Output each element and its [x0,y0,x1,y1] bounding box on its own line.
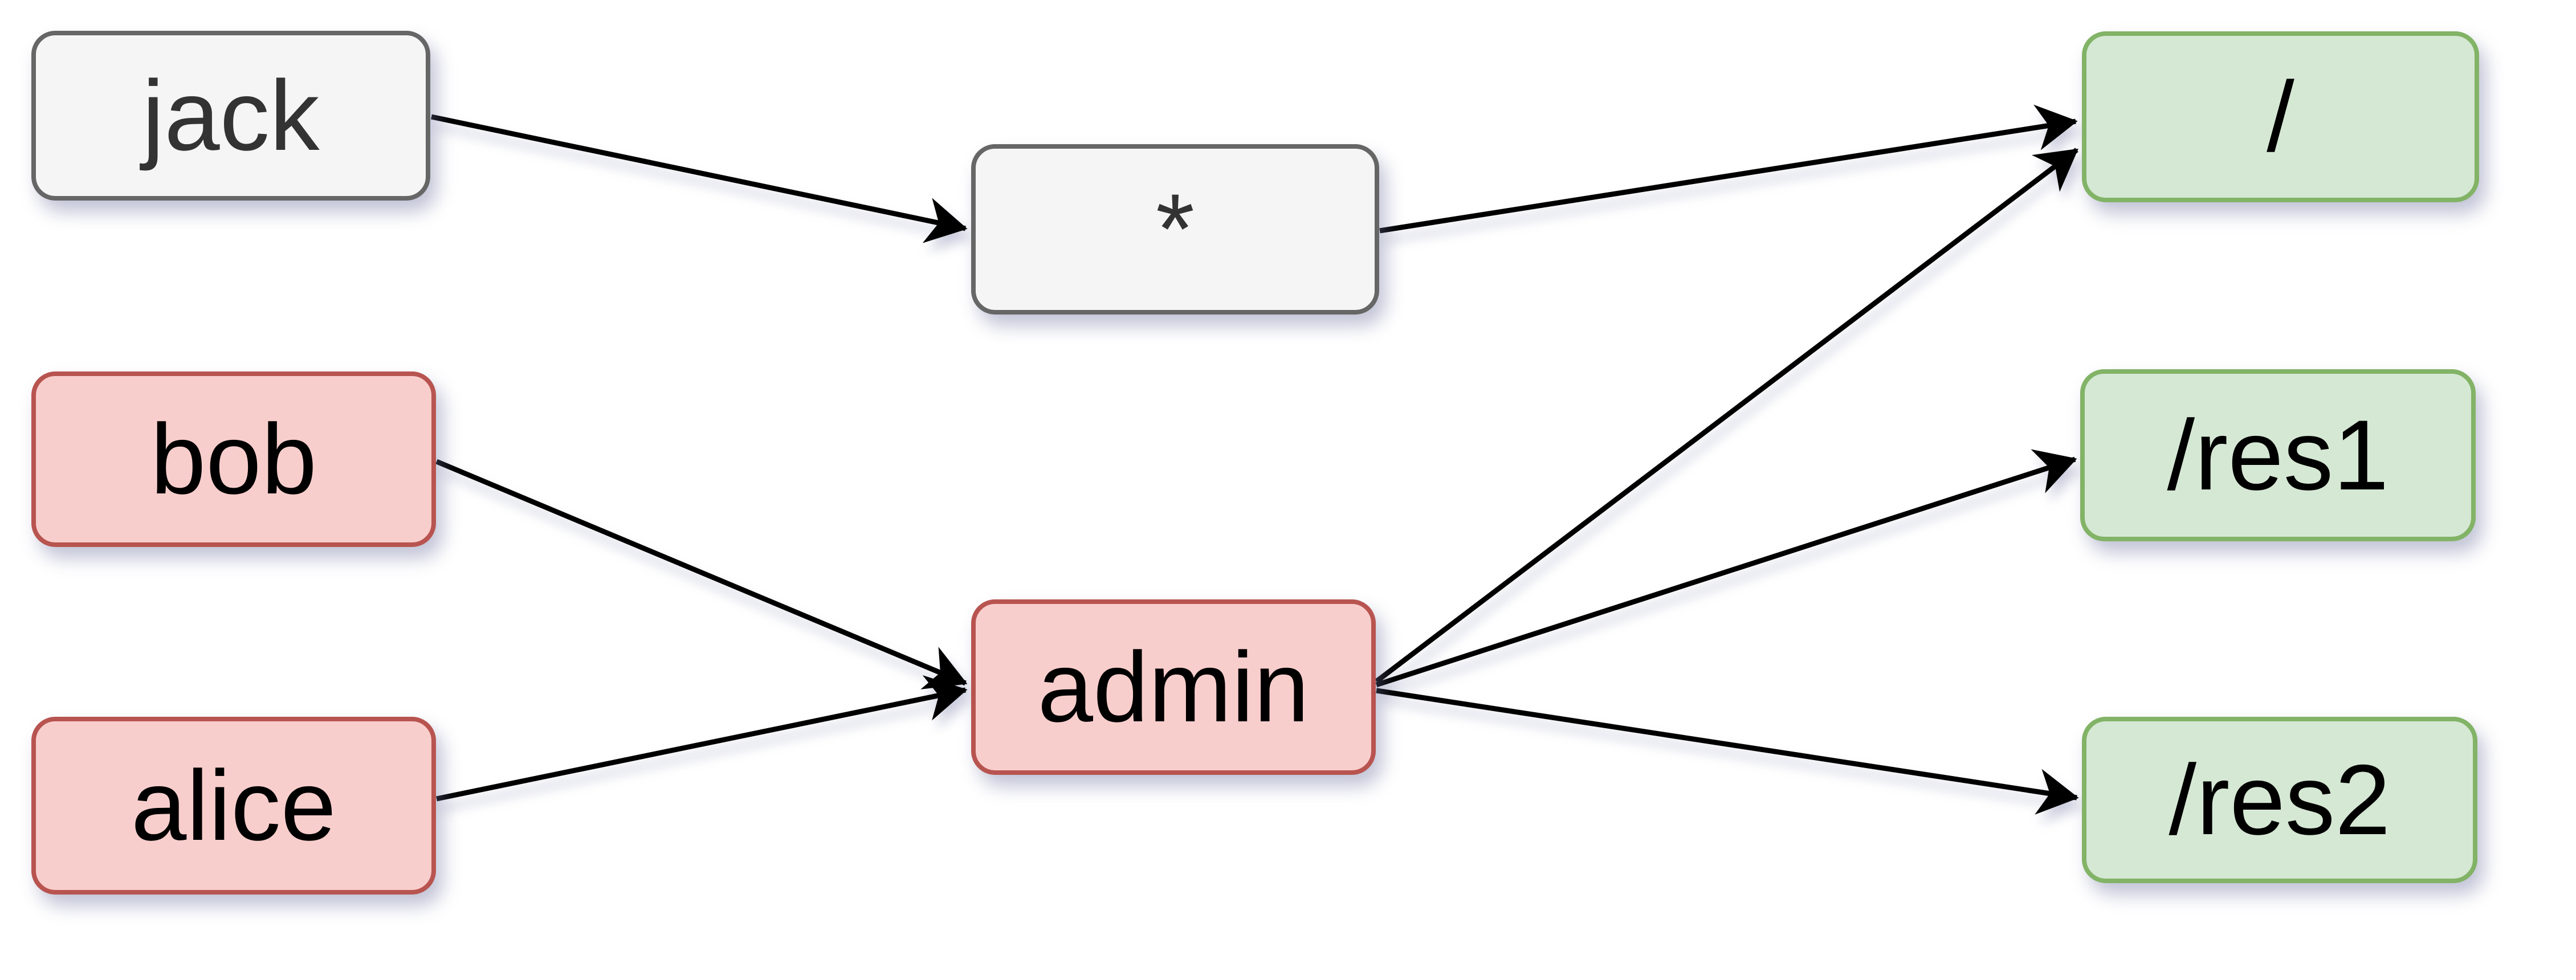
edge-admin-root [1375,148,2078,684]
node-alice: alice [31,717,436,895]
node-label: bob [150,403,317,515]
edge-star-root [1379,104,2078,234]
node-admin: admin [971,599,1376,775]
node-star: * [971,144,1379,315]
node-res2: /res2 [2082,717,2477,883]
edge-jack-star [431,114,968,243]
node-label: /res2 [2169,744,2391,856]
node-root: / [2082,31,2479,202]
edge-admin-res1 [1375,449,2077,688]
node-res1: /res1 [2080,369,2476,541]
node-bob: bob [31,371,436,547]
node-label: alice [131,750,336,861]
node-label: / [2267,61,2294,173]
edge-alice-admin [436,675,968,802]
edge-admin-res2 [1376,688,2079,815]
node-jack: jack [31,31,430,201]
node-label: * [1155,174,1195,285]
node-label: jack [142,60,320,172]
node-label: admin [1037,631,1310,743]
node-label: /res1 [2167,399,2389,511]
edge-bob-admin [435,459,968,689]
